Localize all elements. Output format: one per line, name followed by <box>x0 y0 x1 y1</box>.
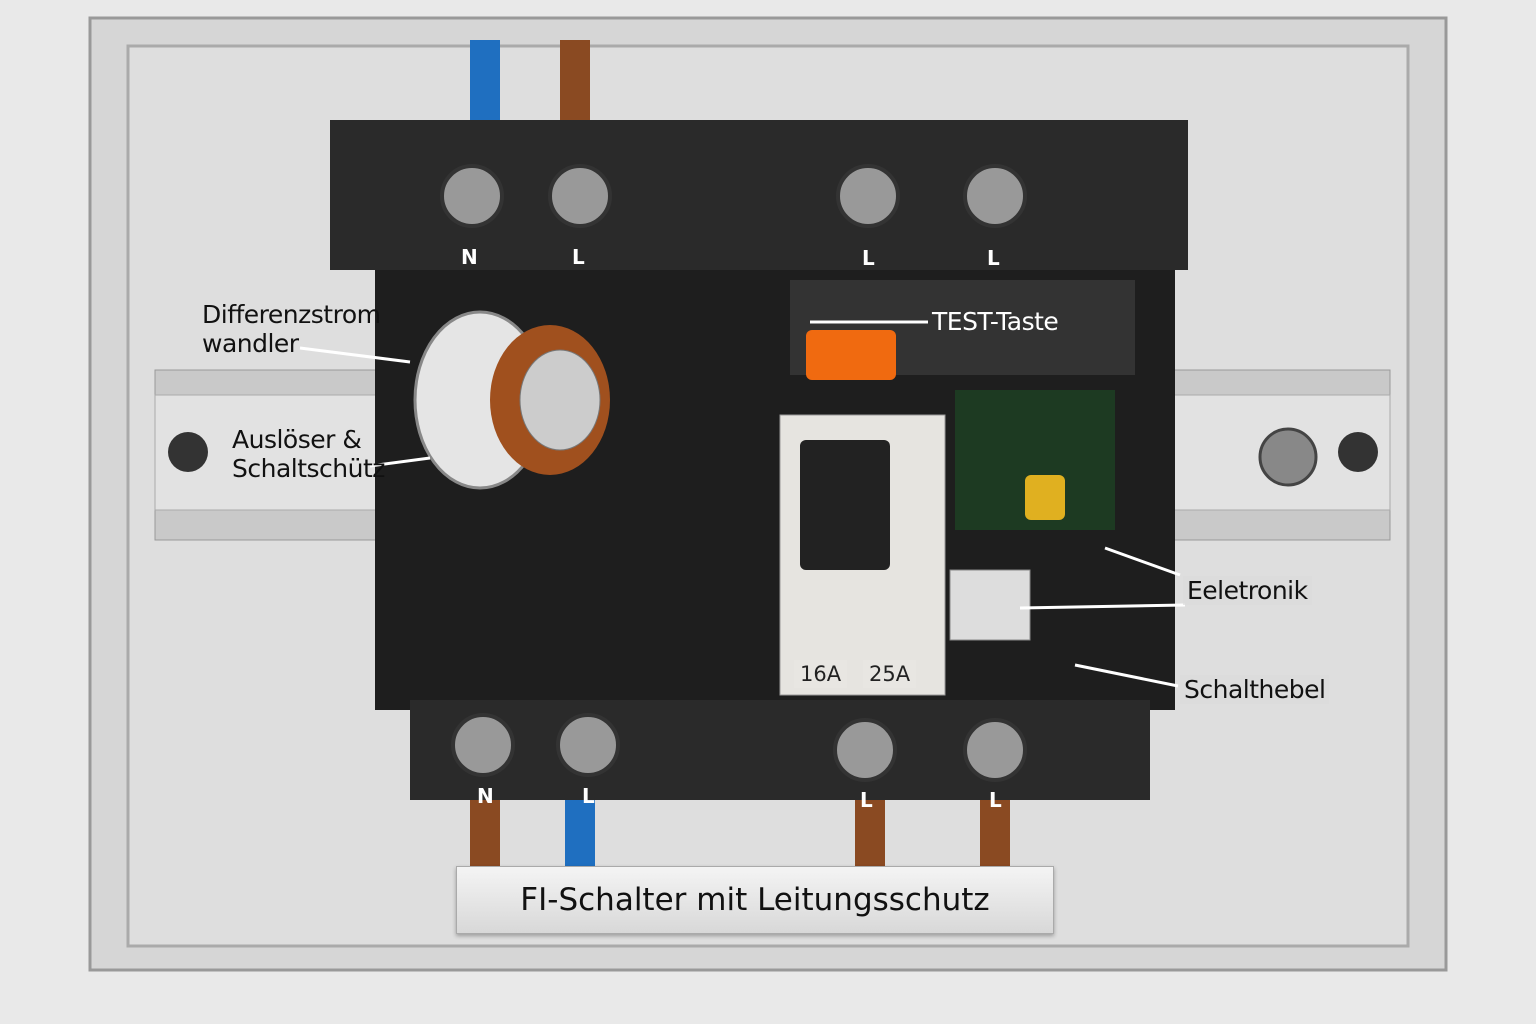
label-line: Schaltschütz <box>232 454 385 483</box>
terminal-label-top: L <box>987 246 1000 270</box>
label-test-taste: TEST-Taste <box>932 307 1059 336</box>
terminal-label-bottom: N <box>477 784 494 808</box>
rail-screw-icon <box>1258 427 1318 487</box>
rail-hole <box>1338 432 1378 472</box>
terminal-label-bottom: L <box>582 784 595 808</box>
bottom-terminal-block <box>410 700 1150 800</box>
title-plate: FI-Schalter mit Leitungsschutz <box>456 866 1054 934</box>
terminal-label-top: L <box>572 245 585 269</box>
leader-lines <box>299 320 1186 688</box>
rail-hole <box>168 432 208 472</box>
lever-handle <box>949 569 1031 641</box>
rating-label: 25A <box>863 660 917 688</box>
label-elektronik: Eeletronik <box>1183 576 1312 605</box>
terminal-label-bottom: L <box>989 788 1002 812</box>
terminal-label-top: L <box>862 246 875 270</box>
switch-lever[interactable] <box>800 440 890 570</box>
terminal-label-top: N <box>461 245 478 269</box>
label-line: Auslöser & <box>232 425 362 454</box>
test-button[interactable] <box>806 330 896 380</box>
label-schalthebel: Schalthebel <box>1180 675 1330 704</box>
rating-label: 16A <box>794 660 848 688</box>
label-line: Differenzstrom <box>202 300 381 329</box>
label-differenzstromwandler: Differenzstrom wandler <box>202 300 381 358</box>
label-ausloeser: Auslöser & Schaltschütz <box>232 425 385 483</box>
label-line: wandler <box>202 329 299 358</box>
terminal-screws <box>440 164 1027 782</box>
terminal-label-bottom: L <box>860 788 873 812</box>
